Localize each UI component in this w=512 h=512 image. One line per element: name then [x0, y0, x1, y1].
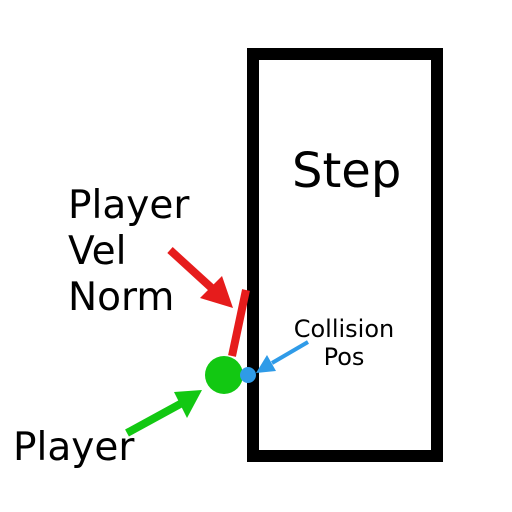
collision-pos-label: Collision Pos — [288, 315, 400, 371]
collision-label-arrow — [256, 340, 310, 373]
step-block — [247, 48, 443, 462]
player-vel-norm-line-2: Vel — [68, 229, 127, 274]
step-label: Step — [292, 143, 402, 199]
collision-point — [240, 367, 256, 383]
player-label: Player — [13, 425, 135, 470]
velocity-normal-line — [228, 289, 250, 357]
velocity-label-arrow — [167, 247, 233, 308]
collision-pos-line-2: Pos — [323, 343, 365, 371]
player-vel-norm-label: Player Vel Norm — [68, 183, 198, 321]
player-label-arrow — [125, 390, 202, 437]
collision-pos-line-1: Collision — [293, 315, 395, 343]
player-vel-norm-line-1: Player — [68, 183, 190, 228]
player-vel-norm-line-3: Norm — [68, 275, 175, 320]
player-circle — [205, 356, 243, 394]
